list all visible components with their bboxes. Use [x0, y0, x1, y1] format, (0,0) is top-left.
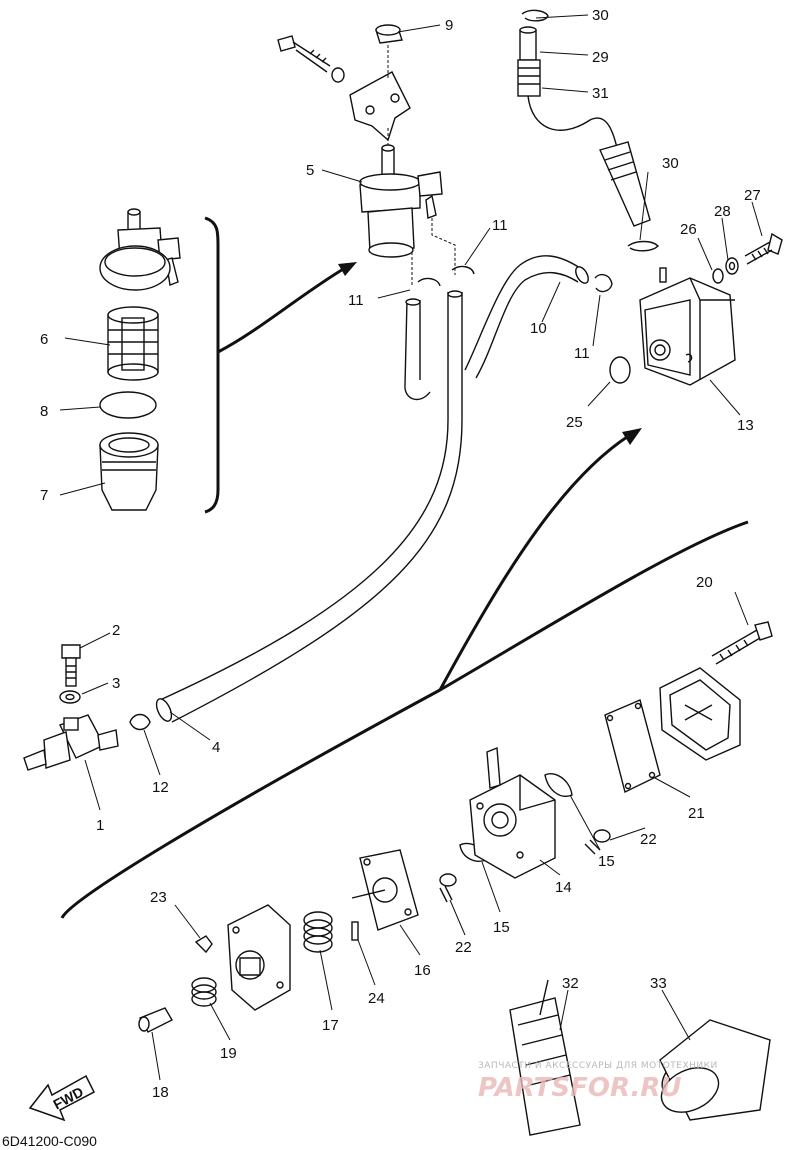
callout-17: 17	[322, 1017, 339, 1034]
gasket-part-20-cover	[659, 667, 741, 761]
callout-7: 7	[40, 487, 48, 504]
callout-1: 1	[96, 817, 104, 834]
callout-10: 10	[530, 320, 547, 337]
bracket	[349, 71, 411, 142]
diaphragm-part-21	[604, 699, 661, 794]
arrow-line-to-filter	[217, 266, 346, 354]
nut-part-9	[375, 24, 403, 44]
plate-part-16	[351, 849, 419, 931]
callout-4: 4	[212, 739, 220, 756]
fuel-filter-part-5	[359, 144, 443, 258]
callout-14: 14	[555, 879, 572, 896]
fuel-pump-part-13	[639, 267, 736, 386]
arrow-head-filter	[338, 262, 357, 276]
washers-part-26-27	[712, 257, 739, 284]
callout-3: 3	[112, 675, 120, 692]
callout-16: 16	[414, 962, 431, 979]
watermark-logo: PARTSFOR.RU	[478, 1073, 681, 1103]
clip-part-30-top	[521, 9, 549, 22]
plunger-part-18	[138, 1007, 173, 1033]
cover-part-33	[659, 1019, 771, 1121]
callout-21: 21	[688, 805, 705, 822]
hose-part-10	[464, 255, 589, 379]
callout-30-top: 30	[592, 7, 609, 24]
fwd-arrow-icon	[28, 1074, 95, 1122]
leader-lines	[59, 14, 763, 1081]
callout-9: 9	[445, 17, 453, 34]
arrow-line-to-pump	[438, 433, 631, 691]
bolt-part-bracket	[277, 35, 345, 83]
spring-part-17	[303, 911, 333, 953]
clip-part-30	[627, 240, 659, 252]
screw-part-22b	[439, 873, 457, 903]
label-tag-part-32	[509, 979, 581, 1136]
callout-31: 31	[592, 85, 609, 102]
nut-part-23	[194, 935, 213, 954]
filter-element-part-6	[107, 306, 159, 381]
callout-11-right: 11	[492, 217, 508, 234]
callout-30: 30	[662, 155, 679, 172]
callout-23: 23	[150, 889, 167, 906]
callout-27: 26	[680, 221, 697, 238]
callout-19: 19	[220, 1045, 237, 1062]
callout-24: 24	[368, 990, 385, 1007]
callout-32: 32	[562, 975, 579, 992]
spring-part-19	[191, 977, 217, 1007]
watermark-tagline: ЗАПЧАСТИ И АКСЕССУАРЫ ДЛЯ МОТОТЕХНИКИ	[478, 1061, 718, 1071]
diagram-code: 6D41200-C090	[2, 1133, 97, 1149]
bolt-part-2	[61, 644, 81, 687]
callout-15-left: 15	[493, 919, 510, 936]
callout-18: 18	[152, 1084, 169, 1101]
fuel-joint-part-1	[23, 714, 119, 771]
callout-8: 8	[40, 403, 48, 420]
callout-25: 27	[744, 187, 761, 204]
screw-part-25	[744, 232, 783, 265]
callout-11-pump: 11	[574, 345, 590, 362]
callout-15-right: 15	[598, 853, 615, 870]
callout-22-left: 22	[455, 939, 472, 956]
clip-part-12	[129, 713, 151, 731]
pin-part-24	[351, 921, 359, 941]
callout-26: 28	[714, 203, 731, 220]
pump-housing-part	[227, 904, 291, 1011]
o-ring-part-28	[609, 356, 631, 384]
screw-part-20	[711, 621, 773, 665]
callout-22-right: 22	[640, 831, 657, 848]
callout-29: 29	[592, 49, 609, 66]
washer-part-3	[59, 690, 81, 704]
callout-6: 6	[40, 331, 48, 348]
callout-labels: 9 30 29 31 5 30 27 28 26 11 6 11 10 11 8…	[40, 7, 761, 1101]
callout-11-left: 11	[348, 292, 364, 309]
bracket-line	[204, 216, 220, 514]
callout-20: 20	[696, 574, 713, 591]
filter-cap-assembly	[99, 208, 181, 291]
pump-body-part-14	[469, 746, 556, 879]
callout-28: 25	[566, 414, 583, 431]
screw-part-22	[584, 829, 611, 855]
callout-12: 12	[152, 779, 169, 796]
divider-line	[60, 520, 749, 919]
callout-13: 13	[737, 417, 754, 434]
arrow-head-pump	[622, 428, 642, 445]
hose-part-4	[155, 290, 463, 723]
o-ring-part-8	[99, 391, 157, 419]
clips-part-11	[417, 265, 613, 293]
callout-5: 5	[306, 162, 314, 179]
hose-part-29-31	[517, 26, 651, 227]
filter-cup-part-7	[99, 432, 159, 511]
callout-2: 2	[112, 622, 120, 639]
callout-33: 33	[650, 975, 667, 992]
